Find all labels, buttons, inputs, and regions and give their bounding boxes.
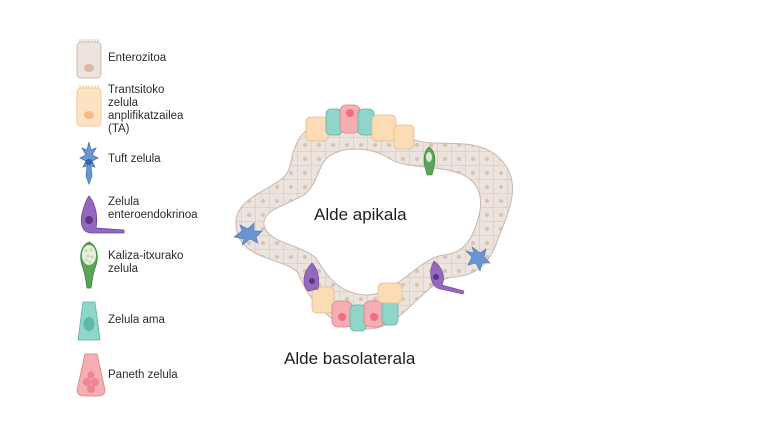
tuft-cell-icon: [79, 141, 99, 186]
legend-label-line: (TA): [108, 123, 130, 135]
enterocyte-cell-icon: [76, 39, 102, 79]
goblet-cell: [423, 146, 436, 176]
legend-label-ta: Trantsitoko zelula anplifikatzailea (TA): [108, 84, 183, 136]
tuft-cell-right: [465, 246, 491, 272]
ta-cell-icon: [76, 85, 102, 127]
legend-label-goblet: Kaliza-itxurako zelula: [108, 250, 183, 276]
stem-cell-icon: [77, 301, 101, 341]
top-crypt: [305, 104, 415, 150]
enteroendocrine-cell-left: [303, 262, 320, 292]
paneth-cell-icon: [76, 353, 106, 397]
legend-label: Zelula ama: [108, 314, 165, 326]
legend-label: Enterozitoa: [108, 52, 167, 64]
legend-label: Paneth zelula: [108, 369, 178, 381]
bottom-crypt: [311, 282, 403, 332]
legend-label-enteroendocrine: Zelula enteroendokrinoa: [108, 196, 198, 222]
legend-label-line: zelula: [108, 263, 139, 275]
legend-label-line: Kaliza-itxurako: [108, 250, 184, 262]
cell-type-legend: Enterozitoa Trantsitoko zelula anplifika…: [74, 34, 274, 404]
basolateral-side-label: Alde basolaterala: [284, 349, 416, 368]
legend-label-line: zelula: [108, 97, 139, 109]
legend-label-line: enteroendokrinoa: [108, 209, 198, 221]
goblet-cell-icon: [80, 241, 98, 289]
apical-side-label: Alde apikala: [314, 205, 407, 224]
tuft-cell-left: [233, 222, 263, 246]
organoid-diagram: [233, 104, 513, 332]
enteroendocrine-cell-icon: [80, 195, 125, 234]
legend-label-line: Trantsitoko: [108, 84, 165, 96]
enteroendocrine-cell-right: [430, 260, 465, 295]
legend-label-line: Zelula: [108, 196, 140, 208]
legend-label-line: anplifikatzailea: [108, 110, 184, 122]
legend-label: Tuft zelula: [108, 153, 161, 165]
